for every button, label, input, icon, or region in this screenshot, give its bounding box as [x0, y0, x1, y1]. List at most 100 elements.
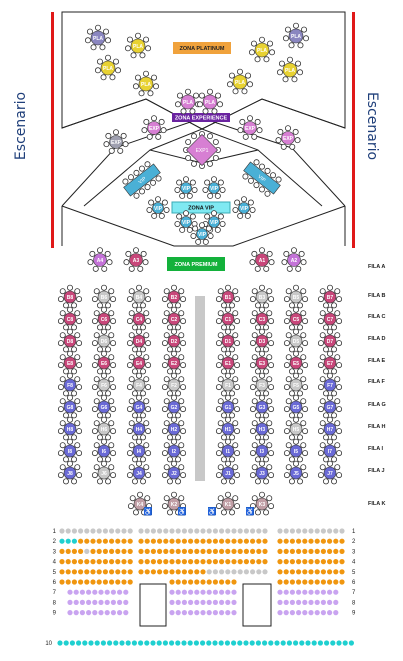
- chair[interactable]: [302, 362, 309, 369]
- chair[interactable]: [163, 310, 170, 317]
- chair[interactable]: [263, 265, 270, 272]
- table-top[interactable]: [281, 131, 295, 145]
- chair[interactable]: [336, 362, 343, 369]
- chair[interactable]: [135, 372, 142, 379]
- chair[interactable]: [94, 67, 101, 74]
- chair[interactable]: [292, 284, 299, 291]
- chair[interactable]: [76, 472, 83, 479]
- seat[interactable]: [262, 528, 268, 534]
- chair[interactable]: [166, 368, 173, 375]
- chair[interactable]: [229, 390, 236, 397]
- chair[interactable]: [224, 306, 231, 313]
- chair[interactable]: [126, 340, 133, 347]
- seat[interactable]: [169, 640, 175, 646]
- chair[interactable]: [170, 306, 177, 313]
- chair[interactable]: [96, 324, 103, 331]
- chair[interactable]: [175, 324, 182, 331]
- chair[interactable]: [297, 346, 304, 353]
- chair[interactable]: [268, 340, 275, 347]
- chair[interactable]: [229, 302, 236, 309]
- chair[interactable]: [285, 310, 292, 317]
- platinum-table[interactable]: PLA: [94, 54, 122, 81]
- chair[interactable]: [317, 472, 324, 479]
- chair[interactable]: [67, 284, 74, 291]
- table-top[interactable]: [138, 76, 154, 92]
- chair[interactable]: [143, 332, 150, 339]
- chair[interactable]: [319, 354, 326, 361]
- chair[interactable]: [101, 306, 108, 313]
- chair[interactable]: [302, 406, 309, 413]
- chair[interactable]: [108, 288, 115, 295]
- table-top[interactable]: [130, 38, 146, 54]
- chair[interactable]: [101, 265, 108, 272]
- chair[interactable]: [285, 398, 292, 405]
- seat[interactable]: [194, 528, 200, 534]
- chair[interactable]: [126, 450, 133, 457]
- seat[interactable]: [231, 569, 237, 575]
- table-top[interactable]: [208, 216, 220, 228]
- seat[interactable]: [302, 589, 308, 595]
- seat[interactable]: [200, 559, 206, 565]
- chair[interactable]: [268, 428, 275, 435]
- chair[interactable]: [215, 296, 222, 303]
- chair[interactable]: [134, 32, 141, 39]
- table-top[interactable]: [323, 400, 337, 414]
- chair[interactable]: [91, 472, 98, 479]
- chair[interactable]: [122, 141, 129, 148]
- chair[interactable]: [153, 83, 160, 90]
- seat[interactable]: [98, 599, 104, 606]
- chair[interactable]: [96, 478, 103, 485]
- seat[interactable]: [107, 640, 113, 646]
- chair[interactable]: [133, 169, 140, 176]
- seat[interactable]: [333, 528, 339, 534]
- chair[interactable]: [67, 350, 74, 357]
- chair[interactable]: [95, 24, 102, 31]
- chair[interactable]: [74, 420, 81, 427]
- chair[interactable]: [247, 199, 254, 206]
- chair[interactable]: [206, 133, 213, 140]
- seat[interactable]: [283, 579, 289, 585]
- vip-long-table-right[interactable]: VIP: [240, 157, 284, 199]
- chair[interactable]: [142, 70, 149, 77]
- chair[interactable]: [105, 324, 112, 331]
- table-h1[interactable]: H1: [215, 416, 241, 441]
- chair[interactable]: [254, 390, 261, 397]
- chair[interactable]: [226, 81, 233, 88]
- chair[interactable]: [268, 296, 275, 303]
- chair[interactable]: [142, 259, 149, 266]
- chair[interactable]: [300, 310, 307, 317]
- seat[interactable]: [102, 579, 108, 585]
- table-h3[interactable]: H3: [249, 416, 275, 441]
- chair[interactable]: [185, 154, 192, 161]
- platinum-table[interactable]: PLA: [124, 32, 152, 59]
- chair[interactable]: [135, 306, 142, 313]
- chair[interactable]: [263, 390, 270, 397]
- chair[interactable]: [232, 398, 239, 405]
- chair[interactable]: [232, 495, 239, 502]
- seat[interactable]: [243, 559, 249, 565]
- seat[interactable]: [219, 579, 225, 585]
- seat[interactable]: [115, 569, 121, 575]
- seat[interactable]: [193, 640, 199, 646]
- chair[interactable]: [140, 478, 147, 485]
- chair[interactable]: [322, 346, 329, 353]
- chair[interactable]: [180, 472, 187, 479]
- chair[interactable]: [206, 88, 213, 95]
- chair[interactable]: [292, 328, 299, 335]
- chair[interactable]: [292, 416, 299, 423]
- seat[interactable]: [289, 559, 295, 565]
- seat[interactable]: [98, 610, 104, 616]
- seat[interactable]: [283, 538, 289, 544]
- chair[interactable]: [151, 74, 158, 81]
- chair[interactable]: [155, 175, 162, 182]
- chair[interactable]: [67, 438, 74, 445]
- chair[interactable]: [154, 196, 161, 203]
- chair[interactable]: [215, 406, 222, 413]
- chair[interactable]: [105, 346, 112, 353]
- seat[interactable]: [71, 538, 77, 544]
- chair[interactable]: [96, 368, 103, 375]
- chair[interactable]: [232, 442, 239, 449]
- chair[interactable]: [145, 428, 152, 435]
- chair[interactable]: [234, 428, 241, 435]
- chair[interactable]: [180, 450, 187, 457]
